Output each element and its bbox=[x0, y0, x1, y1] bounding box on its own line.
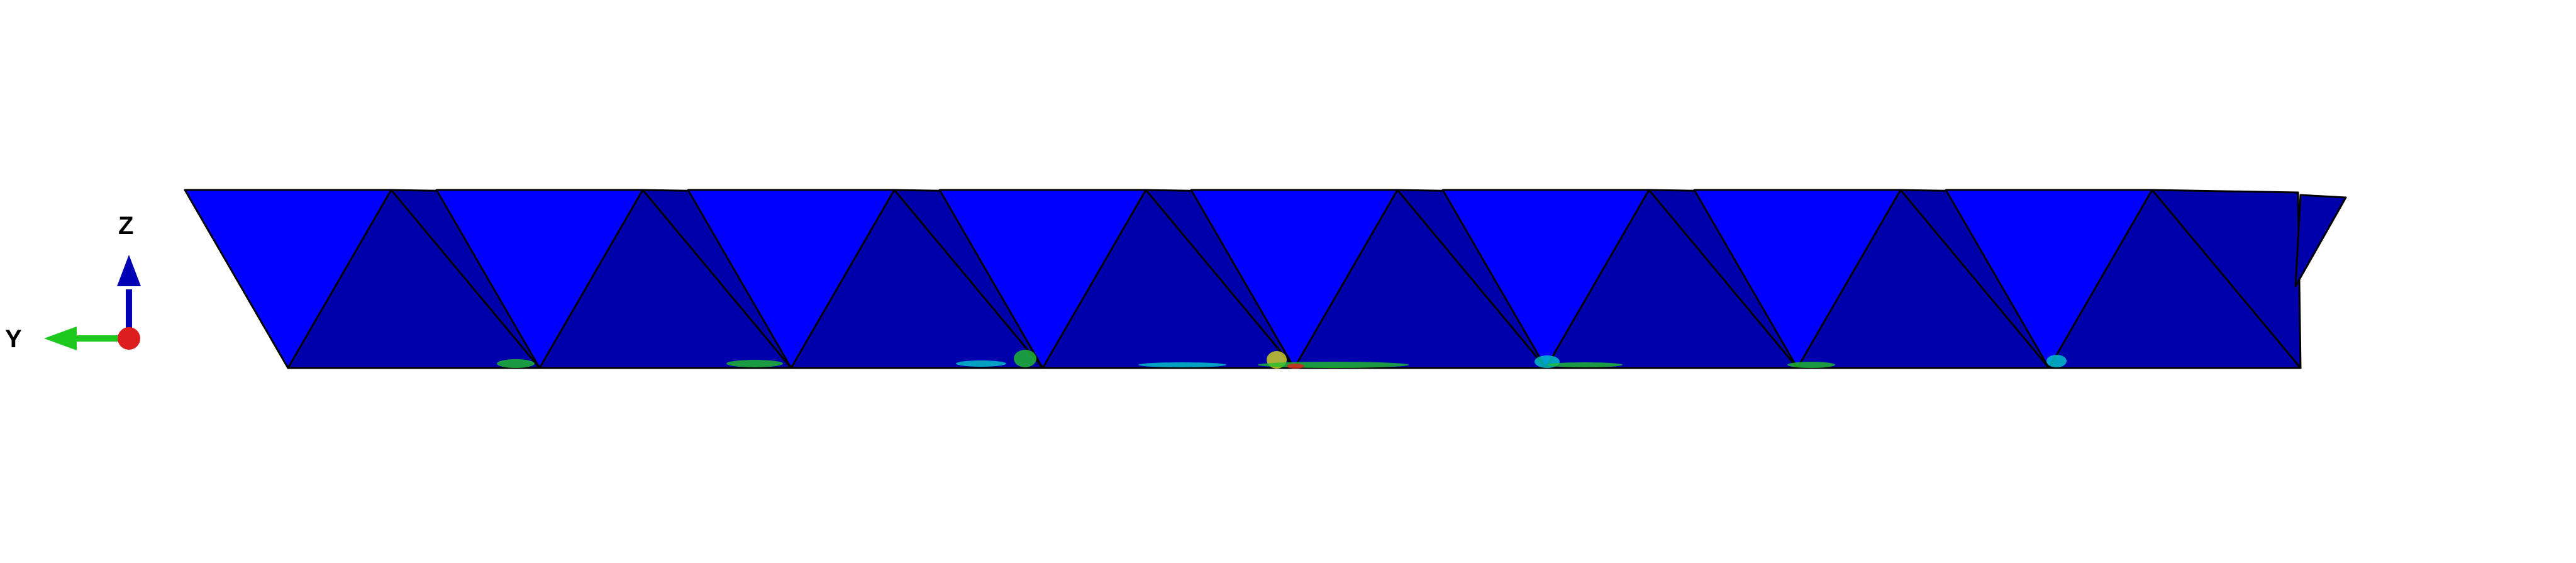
stress-contour-7 bbox=[1258, 362, 1409, 368]
z-axis-label: Z bbox=[118, 212, 133, 240]
stress-contour-6 bbox=[1138, 362, 1226, 367]
y-axis-arrowhead bbox=[44, 326, 77, 350]
stress-contour-11 bbox=[1787, 362, 1835, 368]
stress-contour-2 bbox=[726, 360, 783, 367]
stress-contour-1 bbox=[497, 359, 535, 368]
x-axis-dot bbox=[118, 327, 140, 350]
stress-contour-10 bbox=[1547, 362, 1623, 367]
stress-contour-3 bbox=[1014, 350, 1036, 367]
axis-triad: Z Y bbox=[5, 212, 141, 353]
stress-contour-12 bbox=[2046, 355, 2067, 367]
stress-contour-8 bbox=[1287, 364, 1304, 369]
y-axis-label: Y bbox=[5, 325, 22, 353]
end-panel-right bbox=[2294, 194, 2347, 287]
stress-contour-4 bbox=[956, 360, 1006, 367]
truss-model[interactable] bbox=[184, 189, 2347, 369]
z-axis-arrowhead bbox=[117, 255, 141, 286]
